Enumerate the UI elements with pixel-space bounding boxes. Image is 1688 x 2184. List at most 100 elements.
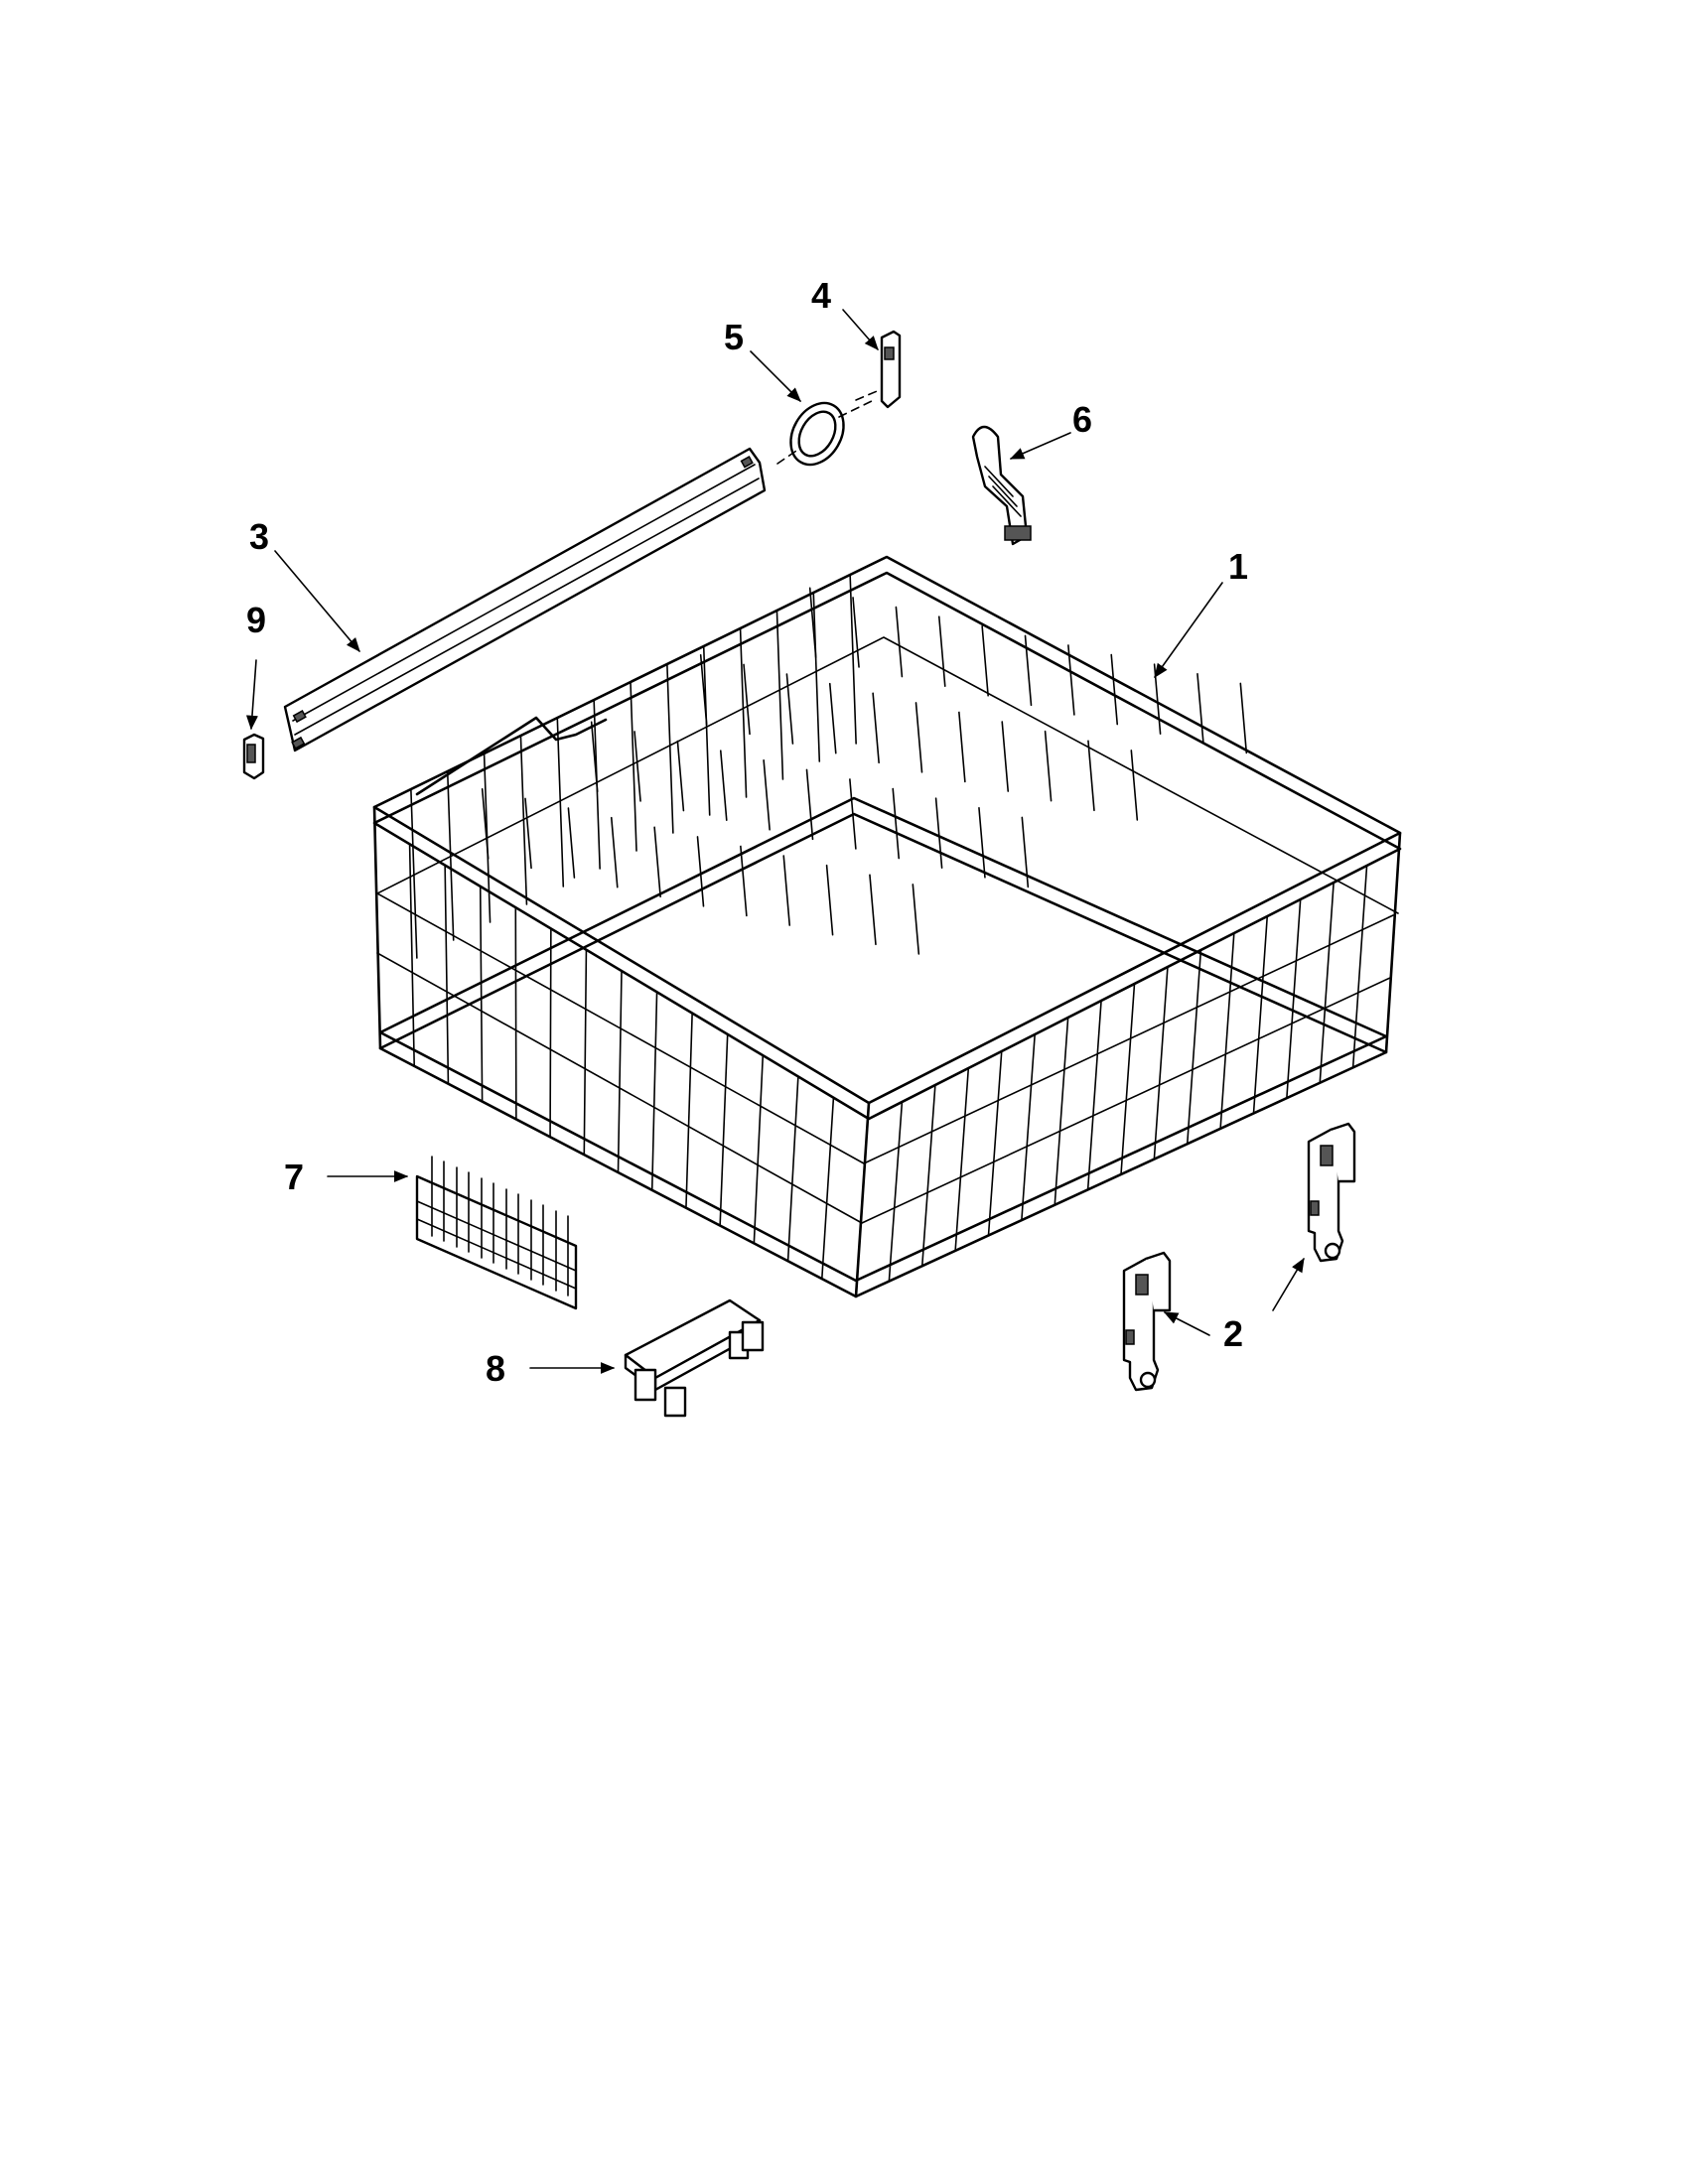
rack-wire	[786, 1075, 799, 1263]
rack-wire	[719, 1033, 729, 1227]
rack-wire	[699, 654, 708, 726]
rack-wire	[1319, 882, 1335, 1084]
rack-wire	[1252, 915, 1269, 1115]
rack-wire	[785, 673, 794, 745]
rack-wire	[981, 624, 989, 697]
rack-wire	[1067, 644, 1075, 716]
rack-wire	[1219, 932, 1235, 1130]
rack-wire	[912, 884, 920, 955]
rack-wire	[1110, 653, 1119, 726]
rack-wire	[937, 615, 946, 687]
rack-wire	[828, 682, 837, 754]
rack-wire	[1087, 740, 1095, 812]
rack-wire	[1239, 682, 1248, 754]
rack-wire	[410, 788, 418, 959]
rack-wire	[719, 750, 728, 821]
rack-wire	[978, 807, 986, 879]
rack-wire	[524, 797, 532, 870]
rack-track-part-3	[283, 447, 767, 752]
callout-8: 8	[486, 1348, 505, 1389]
rack-wire	[1120, 983, 1136, 1175]
rack-wire	[888, 1101, 904, 1283]
rack-wire	[740, 845, 748, 917]
rack-wire	[934, 797, 943, 870]
rack-wire	[852, 597, 860, 668]
rack-wire	[610, 816, 619, 888]
rack-wire	[1153, 966, 1169, 1160]
rack-wire	[775, 610, 784, 780]
rack-wire	[1130, 750, 1139, 821]
rack-wire	[1021, 1033, 1036, 1221]
rack-wire	[1351, 865, 1368, 1069]
rack-wire	[666, 663, 674, 834]
rack-wire	[958, 711, 966, 783]
rack-wire	[954, 1067, 970, 1252]
rack-wire	[514, 906, 517, 1121]
clip-bar-part-8	[624, 1298, 765, 1418]
rack-wire	[583, 948, 588, 1156]
rack-wire	[408, 843, 416, 1067]
rack-wire	[987, 1050, 1003, 1237]
rack-wire	[1196, 673, 1204, 745]
rack-wire	[444, 864, 450, 1085]
rack-wire	[1021, 816, 1030, 888]
rack-wire	[849, 778, 857, 850]
rack-wire	[1086, 1000, 1102, 1191]
rack-wire	[920, 1084, 936, 1268]
rack-wire	[753, 1054, 765, 1245]
callout-3: 3	[249, 516, 269, 557]
rack-wire	[808, 587, 817, 659]
rack-wire	[812, 592, 821, 762]
rack-wire	[567, 807, 576, 879]
track-stop-part-4	[855, 330, 902, 409]
rack-wire	[820, 1096, 835, 1280]
rack-wire	[1286, 898, 1302, 1099]
rack-wire	[481, 788, 490, 860]
rack-wire	[1024, 634, 1033, 707]
rack-wire	[914, 702, 923, 773]
leader-lines	[245, 309, 1305, 1374]
callout-9: 9	[246, 600, 266, 640]
adjuster-part-2	[1122, 1122, 1356, 1392]
rack-wire	[590, 721, 599, 793]
rack-wire	[849, 574, 857, 745]
rack-wire	[892, 787, 901, 860]
rack-wire	[702, 645, 711, 816]
dishrack-part-1	[372, 555, 1402, 1298]
rack-wire	[872, 692, 880, 764]
rack-wire	[630, 681, 637, 852]
rack-wire	[1186, 949, 1202, 1146]
callout-6: 6	[1072, 399, 1092, 440]
rack-wire	[805, 768, 814, 841]
callout-7: 7	[284, 1157, 304, 1197]
rack-wire	[782, 855, 791, 926]
rack-wire	[1054, 1017, 1069, 1206]
rack-wire	[650, 991, 658, 1191]
rack-wire	[653, 826, 661, 898]
tine-insert-part-7	[415, 1156, 578, 1310]
rack-wire	[479, 886, 484, 1103]
callout-4: 4	[811, 275, 831, 316]
rack-wire	[825, 864, 834, 936]
rack-wire	[549, 927, 552, 1139]
end-cap-part-9	[242, 733, 265, 780]
rack-wire	[895, 606, 904, 678]
rack-wire	[617, 970, 623, 1173]
rack-wire	[1001, 721, 1010, 792]
rack-wire	[869, 874, 877, 946]
rack-wire	[556, 717, 565, 887]
rack-wire	[1044, 730, 1053, 802]
rack-wire	[743, 663, 751, 736]
rack-wire	[633, 731, 641, 802]
wheel-part-5	[776, 399, 875, 467]
rack-wire	[739, 627, 748, 798]
rack-wire	[685, 1012, 693, 1209]
rack-wire	[763, 758, 771, 831]
callout-5: 5	[724, 317, 744, 357]
callout-2: 2	[1223, 1313, 1243, 1354]
clip-part-6	[971, 425, 1032, 546]
callout-1: 1	[1228, 546, 1248, 587]
rack-wire	[696, 836, 705, 907]
rack-wire	[676, 740, 685, 812]
